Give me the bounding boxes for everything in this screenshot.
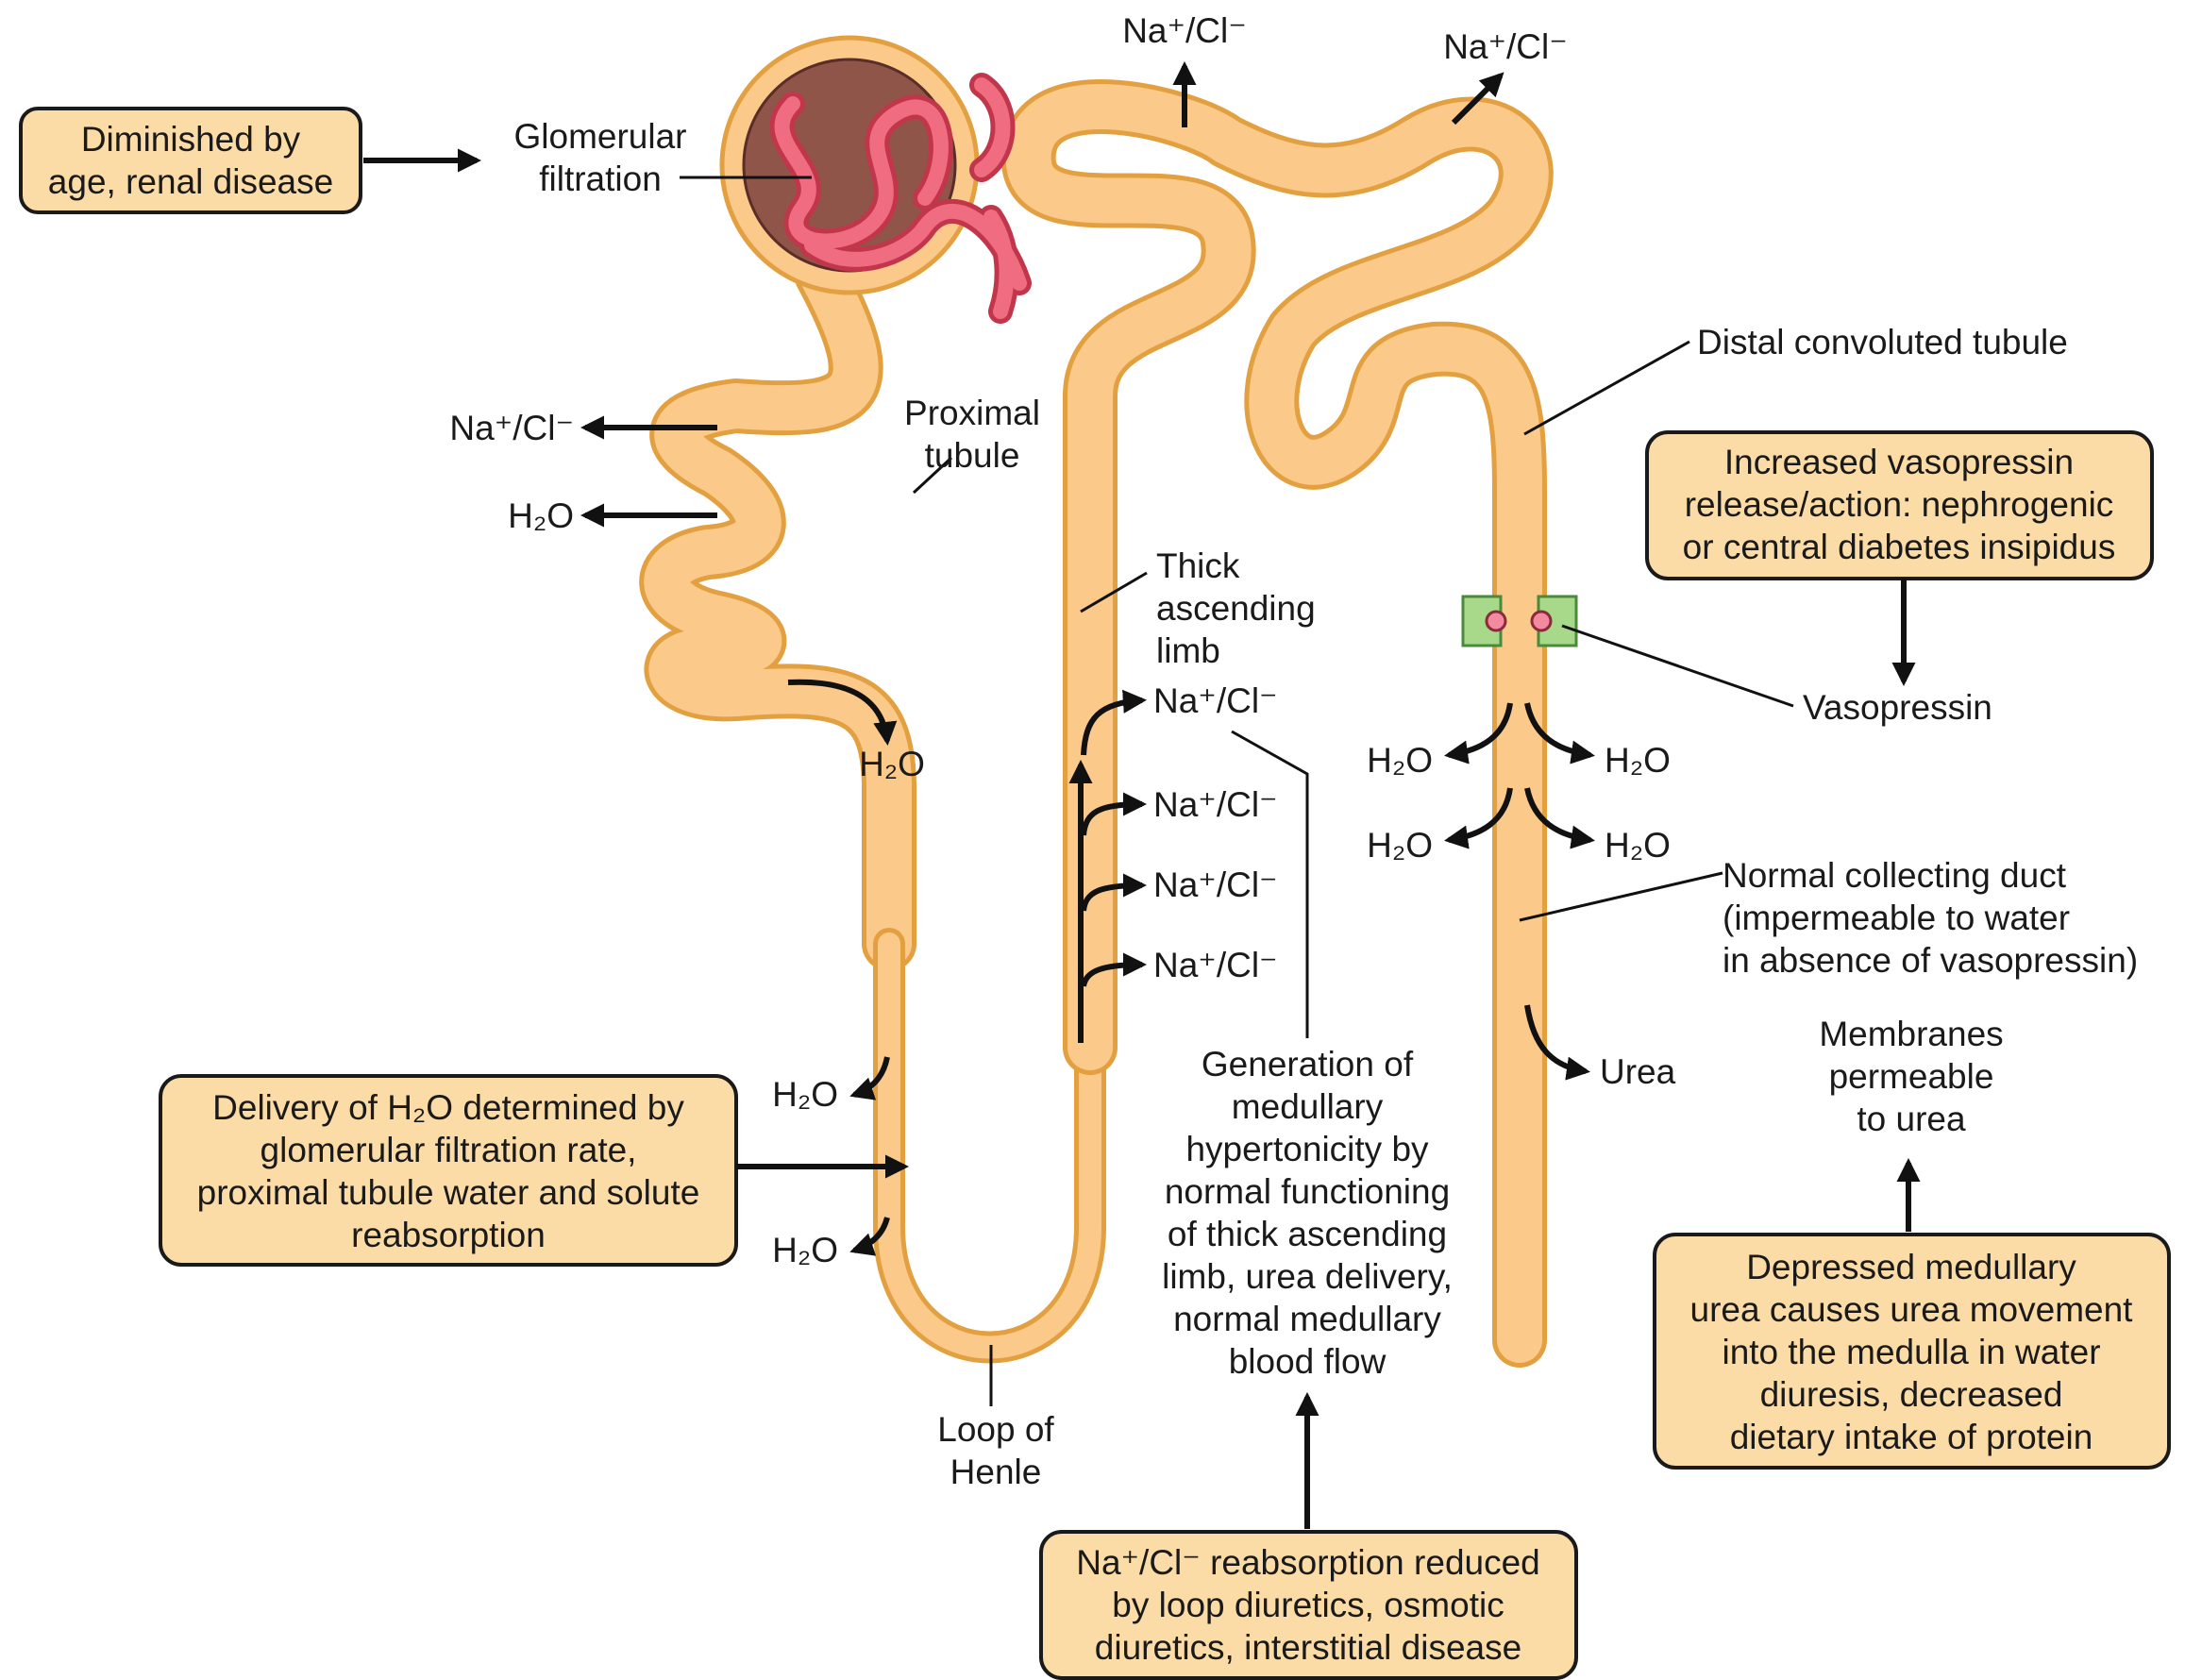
h2o-label-cd-right-2: H₂O [1605, 826, 1671, 865]
loop-of-henle-label: Loop of Henle [937, 1410, 1054, 1491]
box-vasopressin-line-3: or central diabetes insipidus [1683, 528, 2116, 566]
generation-line-3: hypertonicity by [1185, 1130, 1429, 1168]
generation-line-2: medullary [1232, 1087, 1384, 1126]
collecting-label-line-3: in absence of vasopressin) [1723, 941, 2138, 980]
h2o-label-cd-left-1: H₂O [1367, 741, 1433, 780]
h2o-label-descending-1: H₂O [772, 1075, 838, 1114]
henle-label-line-2: Henle [950, 1453, 1042, 1491]
membranes-label-line-2: permeable [1829, 1057, 1994, 1096]
glomerular-filtration-label: Glomerular filtration [514, 117, 687, 198]
nacl-label-tal-4: Na⁺/Cl⁻ [1153, 946, 1278, 984]
thick-label-line-1: Thick [1156, 546, 1240, 585]
box-nacl-line-2: by loop diuretics, osmotic [1112, 1586, 1504, 1624]
box-depressed-urea: Depressed medullary urea causes urea mov… [1655, 1235, 2169, 1468]
normal-collecting-duct-label: Normal collecting duct (impermeable to w… [1723, 856, 2138, 980]
box-delivery-line-4: reabsorption [351, 1216, 546, 1254]
nacl-label-tal-3: Na⁺/Cl⁻ [1153, 865, 1278, 904]
h2o-label-cd-right-1: H₂O [1605, 741, 1671, 780]
box-depressed-line-5: dietary intake of protein [1730, 1418, 2093, 1456]
vasopressin-label: Vasopressin [1803, 688, 1992, 727]
h2o-label-proximal-down: H₂O [859, 745, 925, 783]
box-nacl-reduced: Na⁺/Cl⁻ reabsorption reduced by loop diu… [1041, 1532, 1576, 1678]
h2o-label-proximal: H₂O [508, 496, 574, 535]
distal-convoluted-tubule-label: Distal convoluted tubule [1697, 323, 2068, 361]
proximal-label-line-2: tubule [925, 436, 1020, 475]
membranes-permeable-label: Membranes permeable to urea [1819, 1015, 2003, 1138]
membranes-label-line-3: to urea [1857, 1100, 1966, 1138]
henle-label-line-1: Loop of [937, 1410, 1054, 1449]
collecting-label-line-1: Normal collecting duct [1723, 856, 2067, 895]
thick-ascending-limb-label: Thick ascending limb [1156, 546, 1316, 670]
generation-line-6: limb, urea delivery, [1162, 1257, 1453, 1296]
box-depressed-line-3: into the medulla in water [1722, 1333, 2100, 1371]
h2o-label-descending-2: H₂O [772, 1231, 838, 1269]
box-diminished: Diminished by age, renal disease [21, 109, 361, 212]
collecting-label-line-2: (impermeable to water [1723, 899, 2070, 937]
glomerular-label-line-2: filtration [539, 160, 662, 198]
nacl-label-top-1: Na⁺/Cl⁻ [1122, 11, 1247, 50]
box-vasopressin-increase: Increased vasopressin release/action: ne… [1647, 432, 2152, 579]
membranes-label-line-1: Membranes [1819, 1015, 2003, 1053]
box-diminished-line-2: age, renal disease [48, 162, 333, 201]
box-diminished-line-1: Diminished by [81, 120, 301, 159]
box-depressed-line-1: Depressed medullary [1746, 1248, 2076, 1286]
box-delivery-line-3: proximal tubule water and solute [197, 1173, 700, 1212]
box-vasopressin-line-2: release/action: nephrogenic [1685, 485, 2114, 524]
glomerular-label-line-1: Glomerular [514, 117, 687, 156]
box-vasopressin-line-1: Increased vasopressin [1724, 443, 2074, 481]
receptor-dot-right [1532, 612, 1551, 630]
proximal-tubule-label: Proximal tubule [904, 394, 1040, 475]
nacl-label-proximal: Na⁺/Cl⁻ [449, 409, 574, 447]
generation-line-7: normal medullary [1173, 1300, 1441, 1338]
box-nacl-line-3: diuretics, interstitial disease [1095, 1628, 1521, 1667]
nacl-label-tal-2: Na⁺/Cl⁻ [1153, 785, 1278, 824]
h2o-label-cd-left-2: H₂O [1367, 826, 1433, 865]
receptor-dot-left [1487, 612, 1505, 630]
glomerulus [722, 38, 1019, 311]
box-nacl-line-1: Na⁺/Cl⁻ reabsorption reduced [1076, 1543, 1540, 1582]
generation-line-8: blood flow [1229, 1342, 1387, 1381]
proximal-label-line-1: Proximal [904, 394, 1040, 432]
generation-hypertonicity-label: Generation of medullary hypertonicity by… [1162, 1045, 1453, 1381]
thick-label-line-2: ascending [1156, 589, 1316, 628]
nacl-label-tal-1: Na⁺/Cl⁻ [1153, 681, 1278, 720]
generation-line-5: of thick ascending [1168, 1215, 1447, 1253]
box-delivery-line-1: Delivery of H₂O determined by [212, 1088, 684, 1127]
urea-label: Urea [1600, 1052, 1676, 1091]
generation-line-1: Generation of [1202, 1045, 1414, 1084]
box-depressed-line-4: diuresis, decreased [1760, 1375, 2063, 1414]
box-delivery: Delivery of H₂O determined by glomerular… [160, 1076, 736, 1265]
generation-line-4: normal functioning [1165, 1172, 1450, 1211]
nacl-label-top-2: Na⁺/Cl⁻ [1443, 27, 1568, 66]
box-delivery-line-2: glomerular filtration rate, [261, 1131, 637, 1169]
box-depressed-line-2: urea causes urea movement [1690, 1290, 2134, 1329]
thick-label-line-3: limb [1156, 631, 1220, 670]
